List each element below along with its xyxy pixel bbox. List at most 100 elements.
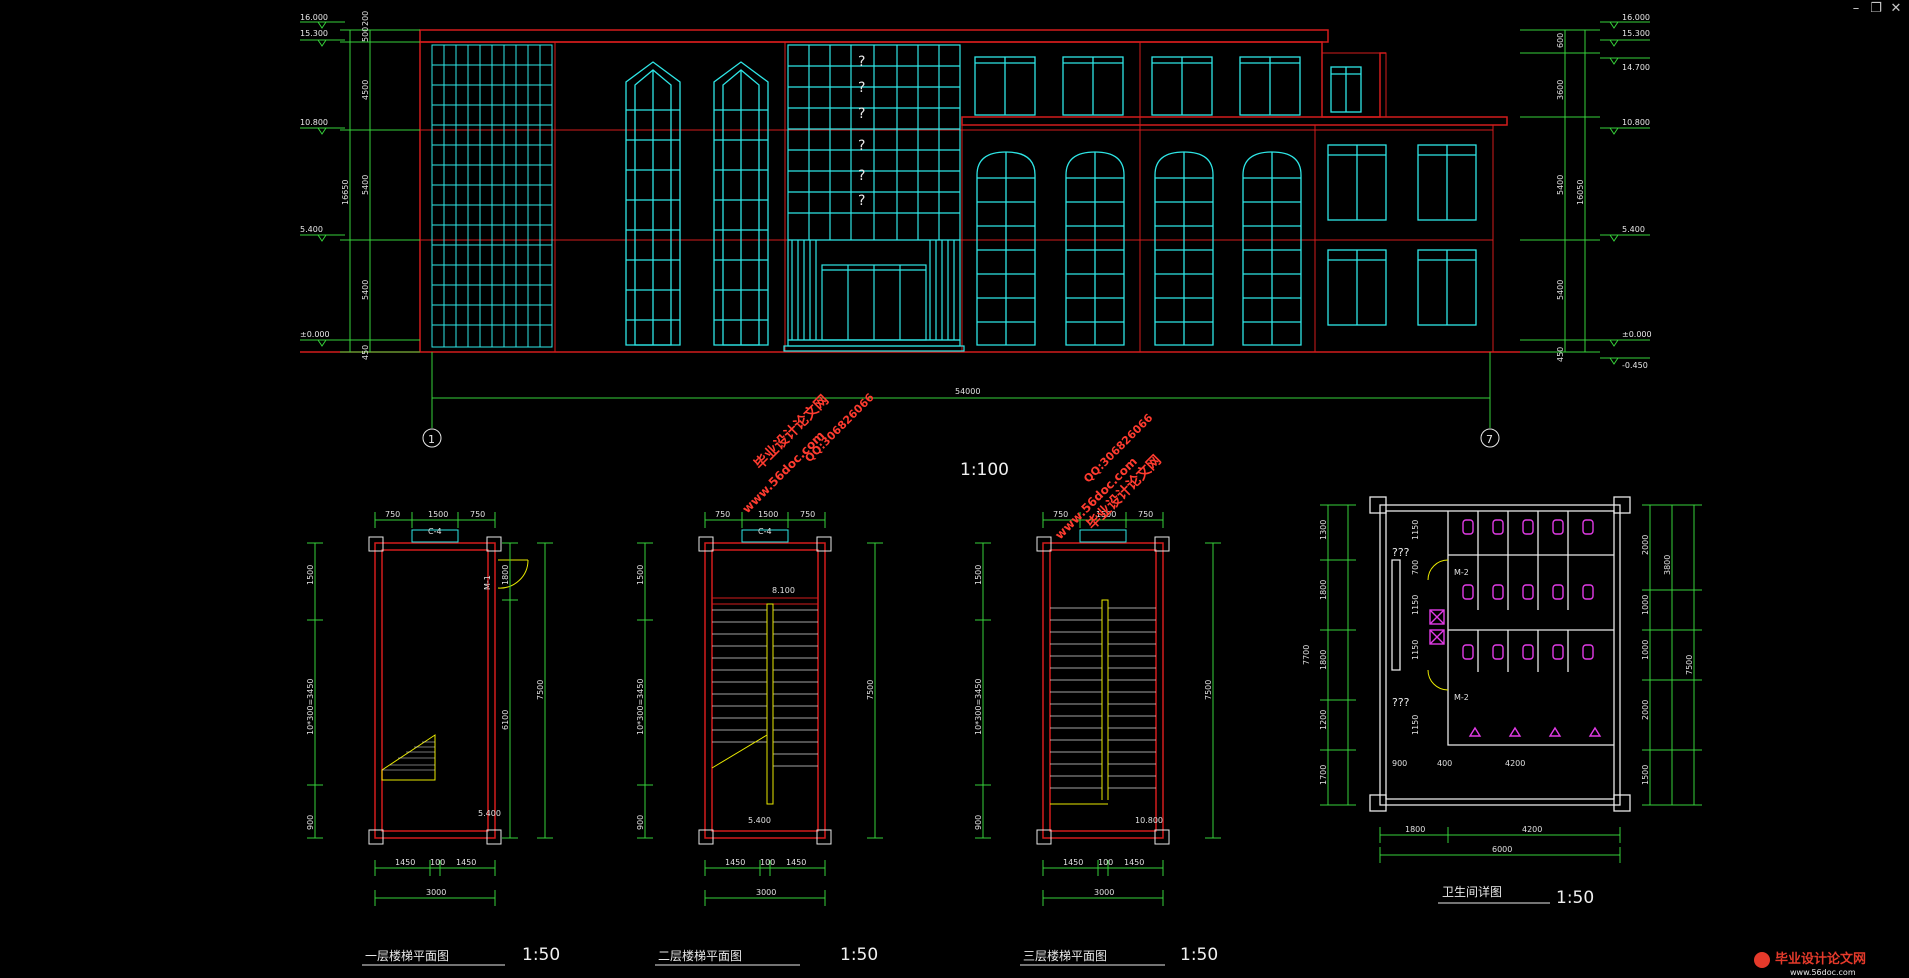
logo-name: 毕业设计论文网 <box>1775 951 1866 967</box>
level-label: ±0.000 <box>1622 330 1652 339</box>
stair-plan-1-title: 一层楼梯平面图 <box>365 948 449 963</box>
toilet-detail-scale: 1:50 <box>1556 888 1594 908</box>
note-mark: ??? <box>1392 696 1410 709</box>
dim-label: 750 <box>385 510 400 519</box>
level-label: 14.700 <box>1622 63 1650 72</box>
dim-label: 6000 <box>1492 845 1512 854</box>
dim-label: 1500 <box>974 565 983 585</box>
dim-label: 3600 <box>1556 80 1565 100</box>
dim-label: 7500 <box>1685 655 1694 675</box>
logo-url: www.56doc.com <box>1790 968 1856 977</box>
dim-label: 5400 <box>361 280 370 300</box>
watermark-2: www.56doc.com 毕业设计论文网 QQ:306826066 <box>1052 411 1164 542</box>
dim-label: 1150 <box>1411 640 1420 660</box>
level-label: 10.800 <box>1135 816 1163 825</box>
toilet-detail-title: 卫生间详图 <box>1442 884 1502 899</box>
dim-label: 600 <box>1556 33 1565 48</box>
window-tag: C-4 <box>758 527 772 536</box>
dim-label: 1000 <box>1641 640 1650 660</box>
dim-label: 7500 <box>866 680 875 700</box>
dim-label: 1000 <box>1641 595 1650 615</box>
stair-plan-2-title: 二层楼梯平面图 <box>658 948 742 963</box>
minimize-button[interactable]: – <box>1852 1 1860 16</box>
elevation-scale: 1:100 <box>960 460 1009 480</box>
dim-label: 10*300=3450 <box>306 678 315 735</box>
dim-label: 1700 <box>1319 765 1328 785</box>
door-mark: ? <box>858 80 865 96</box>
stair-plan-3-scale: 1:50 <box>1180 945 1218 965</box>
dim-label: 900 <box>636 815 645 830</box>
axis-bubble-left: 1 <box>428 433 435 446</box>
dim-label: 1500 <box>1096 510 1116 519</box>
dim-label: 4500 <box>361 80 370 100</box>
dim-label: 1800 <box>501 565 510 585</box>
dim-label: 100 <box>1098 858 1113 867</box>
dim-label: 3000 <box>756 888 776 897</box>
dim-label: 750 <box>470 510 485 519</box>
level-label: -0.450 <box>1622 361 1648 370</box>
dim-label: 1450 <box>456 858 476 867</box>
door-mark: ? <box>858 54 865 70</box>
dim-label: 900 <box>1392 759 1407 768</box>
dim-label: 2000 <box>1641 535 1650 555</box>
stair-plan-3-title: 三层楼梯平面图 <box>1023 948 1107 963</box>
dim-label: 750 <box>800 510 815 519</box>
dim-label: 1500 <box>306 565 315 585</box>
note-mark: ??? <box>1392 546 1410 559</box>
level-label: 15.300 <box>300 29 328 38</box>
door-mark: ? <box>858 168 865 184</box>
level-label: ±0.000 <box>300 330 330 339</box>
dim-label: 1300 <box>1319 520 1328 540</box>
dim-label: 16050 <box>1576 180 1585 205</box>
level-label: 5.400 <box>1622 225 1645 234</box>
dim-label: 1150 <box>1411 520 1420 540</box>
dim-label: 400 <box>1437 759 1452 768</box>
level-label: 5.400 <box>478 809 501 818</box>
dim-label: 1450 <box>1124 858 1144 867</box>
dim-label: 200 <box>361 11 370 26</box>
level-label: 8.100 <box>772 586 795 595</box>
dim-label: 3000 <box>1094 888 1114 897</box>
dim-label: 1800 <box>1405 825 1425 834</box>
dim-label: 1150 <box>1411 715 1420 735</box>
level-label: 16.000 <box>1622 13 1650 22</box>
front-elevation: ? ? ? ? ? ? <box>300 11 1652 480</box>
dim-label: 5400 <box>1556 175 1565 195</box>
door-tag: M-2 <box>1454 693 1469 702</box>
dim-label: 7500 <box>536 680 545 700</box>
dim-label: 1450 <box>1063 858 1083 867</box>
dim-label: 10*300=3450 <box>636 678 645 735</box>
toilet-detail-plan: M-2 M-2 ??? ??? 1300 1800 1800 1200 1700… <box>1302 496 1702 908</box>
dim-label: 100 <box>760 858 775 867</box>
dim-label: 500 <box>361 27 370 42</box>
overall-width-dim: 54000 <box>955 387 980 396</box>
restore-button[interactable]: ❐ <box>1870 1 1882 16</box>
level-label: 10.800 <box>1622 118 1650 127</box>
dim-label: 1150 <box>1411 595 1420 615</box>
level-label: 16.000 <box>300 13 328 22</box>
dim-label: 1500 <box>758 510 778 519</box>
dim-label: 7500 <box>1204 680 1213 700</box>
level-label: 5.400 <box>300 225 323 234</box>
site-logo: 毕业设计论文网 www.56doc.com <box>1750 947 1909 978</box>
dim-label: 1200 <box>1319 710 1328 730</box>
close-button[interactable]: ✕ <box>1890 1 1902 16</box>
dim-label: 4200 <box>1522 825 1542 834</box>
watermark-1: 毕业设计论文网 www.56doc.com QQ:306826066 <box>739 391 876 516</box>
dim-label: 450 <box>1556 347 1565 362</box>
stair-plan-2: 750 1500 750 C-4 8.100 5.400 1450 100 14… <box>636 510 883 966</box>
dim-label: 1500 <box>428 510 448 519</box>
window-tag: C-4 <box>428 527 442 536</box>
axis-bubble-right: 7 <box>1486 433 1493 446</box>
door-mark: ? <box>858 138 865 154</box>
dim-label: 1800 <box>1319 650 1328 670</box>
stair-plan-2-scale: 1:50 <box>840 945 878 965</box>
dim-label: 2000 <box>1641 700 1650 720</box>
dim-label: 750 <box>715 510 730 519</box>
dim-label: 1500 <box>1641 765 1650 785</box>
dim-label: 1450 <box>725 858 745 867</box>
dim-label: 6100 <box>501 710 510 730</box>
dim-label: 1500 <box>636 565 645 585</box>
dim-label: 5400 <box>361 175 370 195</box>
